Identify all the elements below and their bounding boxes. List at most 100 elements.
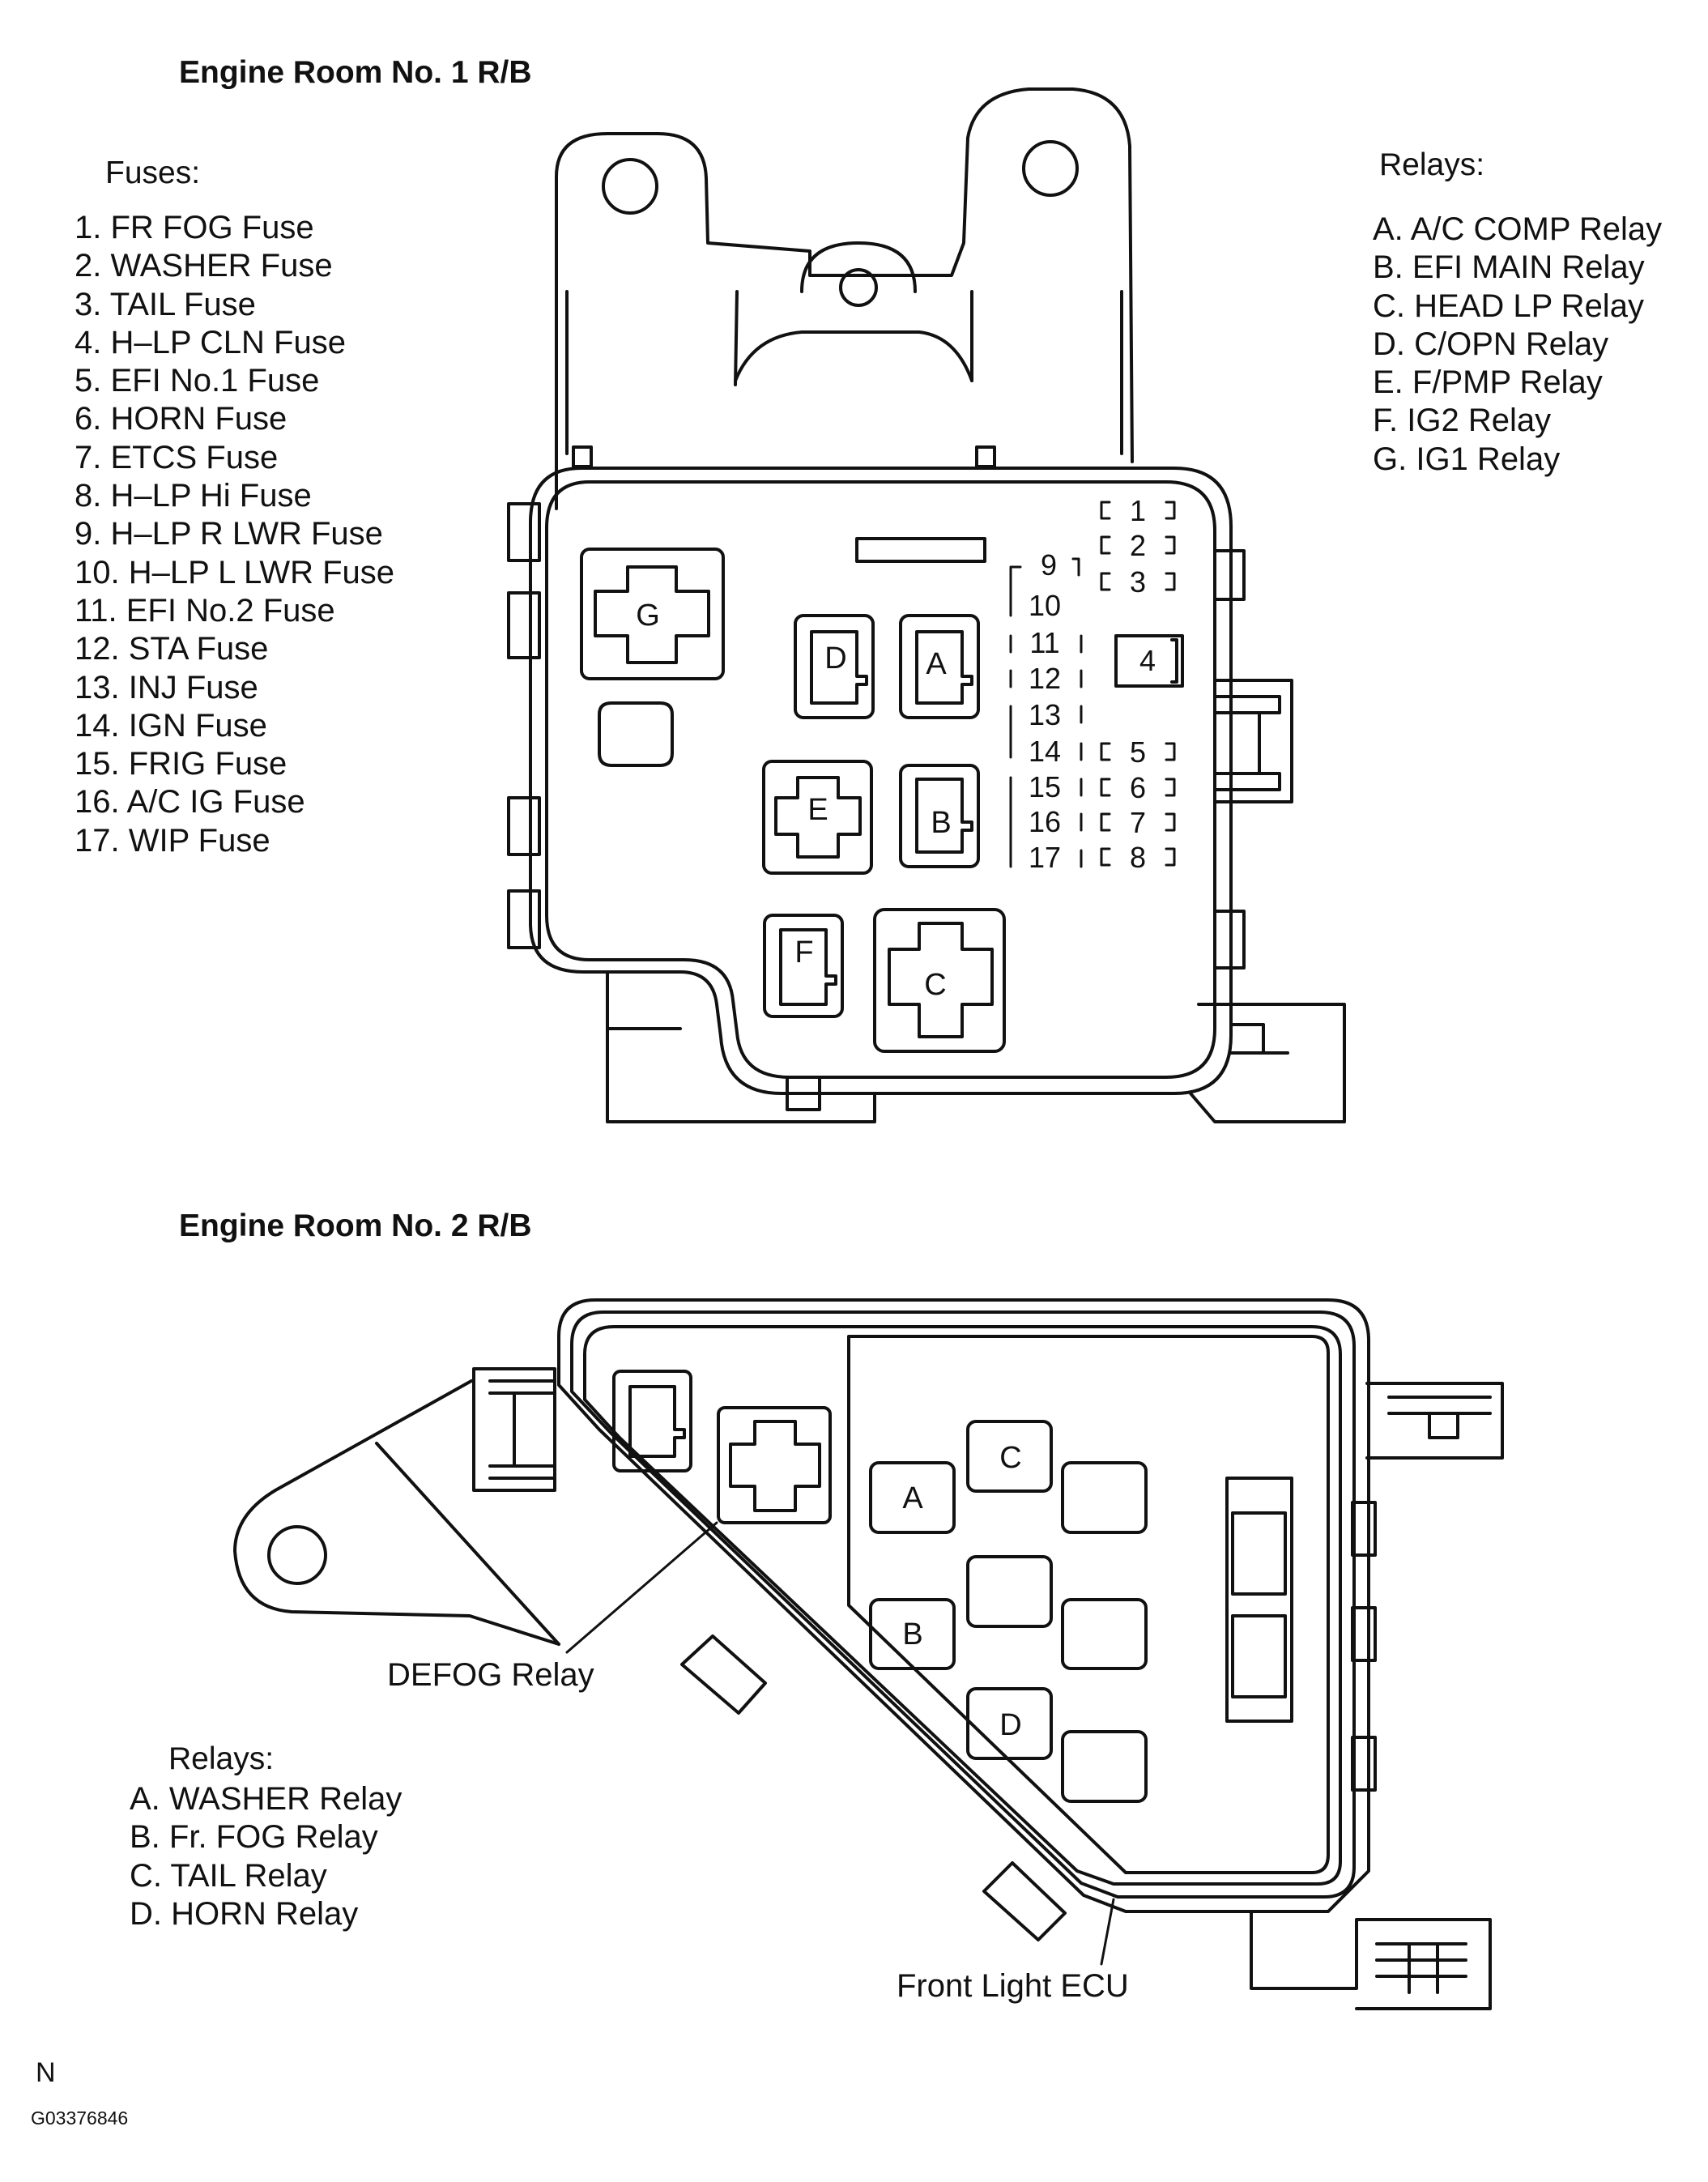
side-connector (1351, 1501, 1377, 1557)
relay-list-item: A. A/C COMP Relay (1373, 211, 1663, 247)
side-connector (1351, 1736, 1377, 1792)
box1-relay-labels: A B C D E F G (636, 599, 951, 1002)
box2-inner (583, 1325, 1342, 1886)
fuse-number: 14 (1029, 735, 1061, 768)
relay-f-shape (779, 928, 837, 1006)
blank-component (598, 701, 674, 767)
relay-e-shape (774, 776, 862, 859)
fuse-number: 17 (1029, 841, 1061, 874)
fuse-puller-slot (855, 537, 986, 563)
fuse-number: 10 (1029, 589, 1061, 622)
relay-list-item: C. TAIL Relay (130, 1857, 327, 1894)
fuse-number: 15 (1029, 770, 1061, 803)
side-connector (507, 796, 541, 856)
ecu-fuse-slot (1231, 1511, 1287, 1596)
right-connector (1365, 1382, 1504, 1460)
relay-socket-d (794, 614, 875, 719)
relay-label-b: B (931, 806, 951, 840)
fuse-list-item: 2. WASHER Fuse (75, 248, 333, 284)
relay-label-e: E (807, 793, 828, 827)
box2-housing (233, 1298, 1504, 2010)
relay-list-item: A. WASHER Relay (130, 1781, 403, 1817)
relay-list-item: E. F/PMP Relay (1373, 364, 1603, 401)
fuse-number: 5 (1130, 735, 1146, 769)
fuses-heading: Fuses: (105, 156, 201, 190)
side-connector (507, 889, 541, 949)
relay-socket-e (762, 760, 873, 875)
mounting-hole (267, 1525, 327, 1585)
relay-list-item: B. Fr. FOG Relay (130, 1819, 378, 1856)
defog-relay-shape (729, 1420, 821, 1512)
fuse-box-outer (529, 467, 1233, 1095)
ecu-leader-line (1100, 1898, 1115, 1966)
fuse-list-item: 14. IGN Fuse (75, 707, 267, 744)
box1-title: Engine Room No. 1 R/B (179, 55, 532, 90)
connector-latch (786, 1076, 821, 1111)
fuse-list-item: 9. H–LP R LWR Fuse (75, 516, 383, 552)
side-connector (1213, 910, 1246, 970)
fuse-slot-4 (1114, 634, 1184, 688)
defog-relay-socket (717, 1406, 832, 1524)
relay-d-block (966, 1687, 1053, 1760)
relay-socket-f (763, 914, 844, 1018)
mounting-hole (839, 268, 878, 307)
relay-label-c: C (924, 968, 946, 1002)
fuse-number: 6 (1130, 771, 1146, 804)
fuse-number: 13 (1029, 698, 1061, 731)
relay-g-shape (594, 565, 710, 664)
relay-a-shape (915, 630, 973, 705)
box1-relay-list: A. A/C COMP Relay B. EFI MAIN Relay C. H… (1373, 211, 1662, 479)
ecu-fuse-slot (1231, 1614, 1287, 1698)
relay-list-item: D. HORN Relay (130, 1895, 359, 1932)
side-connector (507, 502, 541, 562)
fuse-list-item: 10. H–LP L LWR Fuse (75, 554, 394, 590)
connector-latch (1213, 772, 1281, 791)
relay-label-a: A (926, 647, 947, 681)
fuse-list-item: 5. EFI No.1 Fuse (75, 363, 320, 399)
relay-socket-c (873, 908, 1006, 1053)
left-connector (472, 1367, 556, 1492)
blank-relay-block (966, 1555, 1053, 1628)
box1-housing (507, 87, 1346, 1123)
box1-fuse-numbers: 1 2 3 4 5 6 7 8 9 10 11 12 13 14 15 16 1… (1029, 494, 1156, 874)
relay-label-b: B (902, 1617, 922, 1651)
fuse-list-item: 1. FR FOG Fuse (75, 210, 314, 245)
relay-label-c: C (999, 1441, 1021, 1475)
bottom-right-connector (1189, 1003, 1346, 1123)
fuse-bracket (1170, 638, 1178, 684)
fuse-number: 3 (1130, 565, 1146, 599)
box2-outer (557, 1298, 1370, 1913)
relay-label-f: F (794, 935, 813, 970)
relay-label-a: A (902, 1481, 923, 1515)
bottom-right-connector (1250, 1910, 1492, 2010)
box2-relay-list: A. WASHER Relay B. Fr. FOG Relay C. TAIL… (130, 1780, 402, 1933)
relay-list-item: C. HEAD LP Relay (1373, 288, 1644, 324)
relay-label-g: G (636, 599, 660, 633)
connector-latch (1213, 695, 1281, 714)
relay-list-item: F. IG2 Relay (1373, 403, 1552, 439)
defog-relay-callout: DEFOG Relay (387, 1657, 594, 1693)
bracket-clip (975, 445, 996, 468)
blank-relay-block (1061, 1730, 1148, 1803)
fuse-list-item: 8. H–LP Hi Fuse (75, 478, 312, 514)
fuse-list-item: 17. WIP Fuse (75, 822, 270, 859)
fuse-number: 4 (1139, 644, 1156, 677)
fuse-brackets-left (1009, 557, 1083, 868)
housing-tab (982, 1861, 1067, 1941)
flange-edge (375, 1442, 560, 1646)
fuse-number: 9 (1041, 548, 1057, 582)
fuse-brackets-right (1100, 501, 1176, 867)
front-light-ecu-panel (847, 1335, 1330, 1874)
fuse-number: 2 (1130, 529, 1146, 562)
box2-title: Engine Room No. 2 R/B (179, 1208, 532, 1243)
relay-label-d: D (999, 1708, 1021, 1742)
fuse-number: 8 (1130, 841, 1146, 874)
connector-rib (488, 1379, 556, 1480)
fuse-number: 7 (1130, 806, 1146, 839)
fuse-box-inner (545, 480, 1216, 1079)
mounting-flange (233, 1379, 560, 1646)
blank-relay-block (1061, 1598, 1148, 1670)
connector-rib (1387, 1396, 1492, 1439)
bottom-connector (606, 970, 876, 1123)
